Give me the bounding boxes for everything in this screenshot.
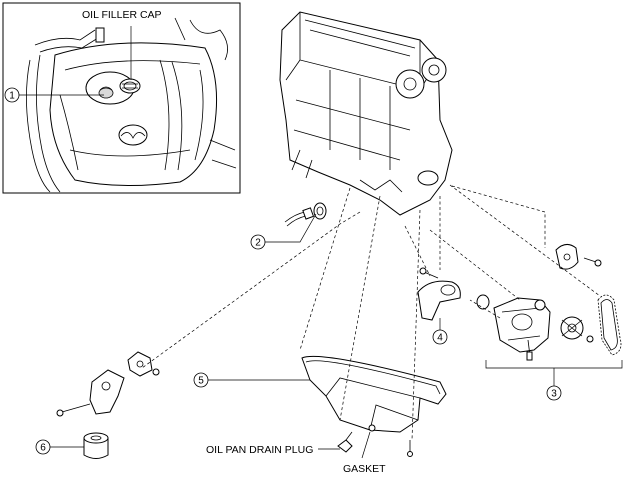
callout-4-number: 4 [437, 333, 443, 344]
callout-1: 1 [4, 87, 20, 103]
callout-6-number: 6 [40, 443, 46, 454]
engine-block [279, 11, 453, 216]
oil-strainer [417, 267, 490, 321]
oil-filter [83, 432, 109, 459]
callout-5: 5 [193, 372, 209, 388]
oil-pan-drain-plug-label: OIL PAN DRAIN PLUG [206, 444, 313, 456]
oil-filler-cap-icon [119, 78, 141, 94]
callout-2: 2 [250, 234, 266, 250]
chain-guide [555, 244, 602, 270]
callout-6: 6 [35, 439, 51, 455]
callout-4: 4 [432, 329, 448, 345]
oil-pump-assembly [493, 294, 622, 361]
oil-filler-cap-label: OIL FILLER CAP [82, 9, 162, 21]
callout-5-number: 5 [198, 376, 204, 387]
callout-3-number: 3 [551, 389, 557, 400]
assembly-lines [141, 184, 601, 441]
inset-engine-cover [2, 2, 241, 194]
leader-lines [50, 213, 555, 459]
oil-filter-bracket [56, 351, 160, 417]
callout-1-number: 1 [9, 91, 15, 102]
oil-pressure-switch [284, 202, 327, 227]
group-3-bracket [485, 360, 623, 369]
callout-2-number: 2 [255, 238, 261, 249]
mazda-logo-icon [118, 124, 148, 146]
oil-pan [301, 355, 447, 457]
oil-pan-drain-plug-icon [337, 431, 353, 453]
gasket-label: GASKET [343, 463, 386, 475]
callout-3: 3 [546, 385, 562, 401]
